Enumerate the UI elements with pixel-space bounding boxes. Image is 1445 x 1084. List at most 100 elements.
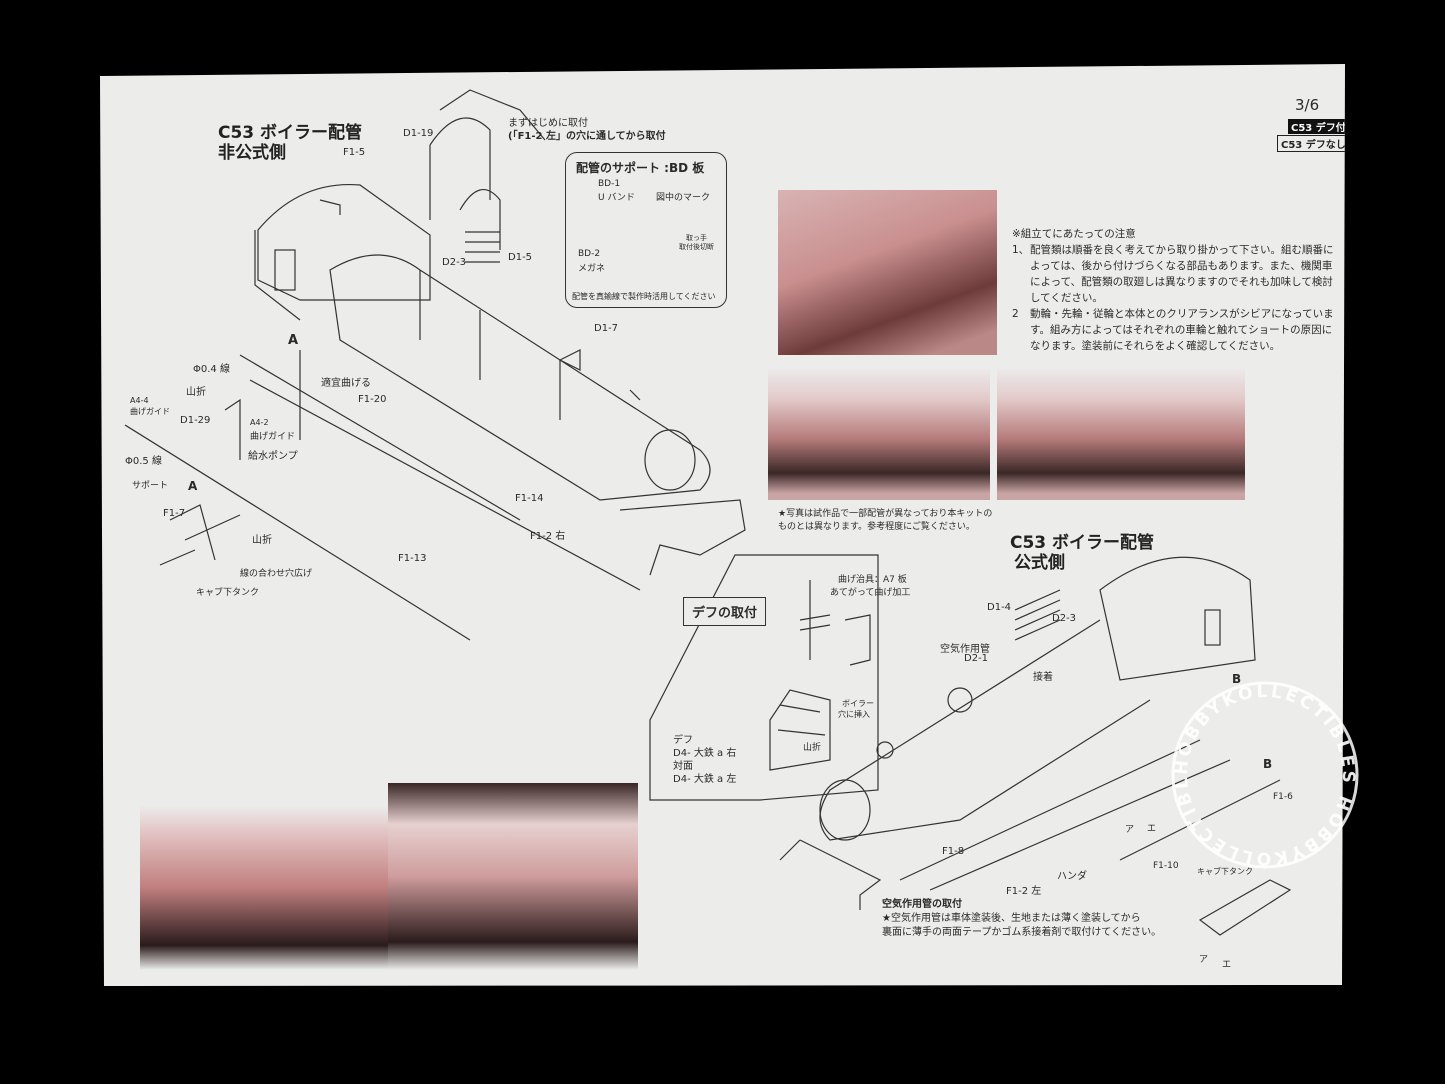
part-label: キャブ下タンク xyxy=(1197,867,1253,876)
deflector-box-outline xyxy=(649,554,879,801)
air-pipe-heading: 空気作用管の取付 xyxy=(882,899,962,910)
part-label: B xyxy=(1263,757,1273,771)
watermark-logo: HOBBYKOLLECTIBLES HOBBYKOLLECTIBLES xyxy=(1165,675,1359,869)
part-label: Φ0.5 線 xyxy=(125,456,162,467)
part-label: 空気作用管 xyxy=(940,644,990,655)
part-label: F1-2 右 xyxy=(530,531,566,542)
mark-label: 図中のマーク xyxy=(656,193,711,203)
part-label: B xyxy=(1232,672,1242,686)
part-label: F1-13 xyxy=(398,553,427,564)
part-label: A xyxy=(288,333,299,348)
part-label: Φ0.4 線 xyxy=(193,364,230,375)
fold-label: 山折 xyxy=(803,743,822,753)
part-label: 接着 xyxy=(1033,672,1053,683)
deflector-box-title: デフの取付 xyxy=(683,597,767,626)
bd1-label: BD-1 xyxy=(598,179,621,189)
part-label: 線の合わせ穴広げ xyxy=(240,569,313,579)
assembly-notes-heading: ※組立てにあたっての注意 xyxy=(1012,228,1136,240)
part-label: D2-1 xyxy=(964,653,989,664)
first-note: まずはじめに取付 xyxy=(508,118,588,129)
part-label: D1-29 xyxy=(180,415,211,426)
deflector-opposite-label: 対面 xyxy=(673,761,693,772)
part-label: D2-3 xyxy=(442,257,467,268)
note-line: 配管類は順番を良く考えてから取り掛かって下さい。組む順番に xyxy=(1030,244,1334,256)
part-label: 曲げガイド xyxy=(250,432,296,442)
photo-front-left xyxy=(140,805,388,970)
page-number: 3/6 xyxy=(1295,96,1320,114)
part-label: D1-4 xyxy=(987,602,1012,613)
right-diagram-subtitle: 公式側 xyxy=(1014,553,1065,573)
part-label: F1-6 xyxy=(1273,792,1293,802)
photo-cab-closeup xyxy=(778,190,997,355)
photo-caption-line2: ものとは異なります。参考程度にご覧ください。 xyxy=(778,522,975,532)
tag-with-deflector: C53 デフ付 xyxy=(1288,119,1345,134)
bd2-label: BD-2 xyxy=(578,249,601,259)
note-line: 動輪・先輪・従輪と本体とのクリアランスがシビアになっていま xyxy=(1030,308,1334,320)
assembly-notes: ※組立てにあたっての注意 1、 配管類は順番を良く考えてから取り掛かって下さい。… xyxy=(1012,226,1334,354)
note-line: よっては、後から付けづらくなる部品もあります。また、機関車 xyxy=(1030,260,1333,272)
part-label: F1-14 xyxy=(515,493,544,504)
deflector-label: デフ xyxy=(673,735,693,746)
part-label: エ xyxy=(1222,960,1232,970)
part-label: D1-19 xyxy=(403,128,434,139)
first-note-line2: (「F1-2 左」の穴に通してから取付 xyxy=(508,131,666,142)
air-pipe-note: ★空気作用管は車体塗装後、生地または薄く塗装してから xyxy=(882,913,1141,924)
photo-side-left xyxy=(768,365,990,500)
part-label: F1-7 xyxy=(163,508,186,519)
megane-label: メガネ xyxy=(578,264,606,274)
photo-front-right xyxy=(388,783,638,970)
part-label: 山折 xyxy=(186,387,206,398)
part-label: サポート xyxy=(132,481,169,491)
photo-caption: ★写真は試作品で一部配管が異なっており本キットの xyxy=(778,509,993,519)
part-label: キャブ下タンク xyxy=(196,588,260,598)
part-label: F1-10 xyxy=(1153,861,1179,871)
part-label: 給水ポンプ xyxy=(248,451,298,462)
support-box-title: 配管のサポート :BD 板 xyxy=(576,161,705,175)
jig-label-line2: あてがって曲げ加工 xyxy=(830,588,911,598)
part-label: ア xyxy=(1199,955,1209,965)
pipe-support-box: 配管のサポート :BD 板 BD-1 U バンド 図中のマーク 取っ手 取付後切… xyxy=(565,152,727,308)
left-diagram-subtitle: 非公式側 xyxy=(218,143,286,163)
part-label: D1-7 xyxy=(594,323,619,334)
part-label: F1-8 xyxy=(942,846,965,857)
part-label: ハンダ xyxy=(1057,871,1087,882)
left-diagram-title: C53 ボイラー配管 xyxy=(218,123,363,143)
part-label: A4-4 xyxy=(130,396,149,405)
part-label: ア xyxy=(1125,825,1135,835)
left-locomotive-drawing xyxy=(124,89,746,641)
part-label: F1-20 xyxy=(358,394,387,405)
part-label: 山折 xyxy=(252,535,272,546)
right-diagram-title: C53 ボイラー配管 xyxy=(1010,533,1155,553)
right-locomotive-drawing xyxy=(779,556,1292,936)
part-label: F1-5 xyxy=(343,147,366,158)
handle-cut-label: 取付後切断 xyxy=(679,243,714,251)
part-label: エ xyxy=(1147,824,1157,834)
watermark-text: HOBBYKOLLECTIBLES HOBBYKOLLECTIBLES xyxy=(1165,675,1355,868)
u-band-label: U バンド xyxy=(598,193,635,203)
part-label: A4-2 xyxy=(250,418,269,427)
photo-side-right xyxy=(997,365,1245,500)
support-box-footer: 配管を真鍮線で製作時活用してください xyxy=(572,292,716,301)
part-label: 曲げガイド xyxy=(130,407,170,416)
svg-text:HOBBYKOLLECTIBLES HOBBYKOLLECT: HOBBYKOLLECTIBLES HOBBYKOLLECTIBLES xyxy=(1165,675,1358,868)
note-number: 1、 xyxy=(1012,244,1030,256)
part-label: A xyxy=(188,479,198,493)
deflector-right-label: D4- 大鉄 a 右 xyxy=(673,748,737,759)
note-number: 2 xyxy=(1012,308,1019,320)
part-label: D2-3 xyxy=(1052,613,1077,624)
note-line: してください。 xyxy=(1030,292,1103,304)
jig-label: 曲げ治具：A7 板 xyxy=(838,575,907,585)
note-line: す。組み方によってはそれぞれの車輪と触れてショートの原因に xyxy=(1030,324,1333,336)
note-line: によって、配管類の取廻しは異なりますのでそれも加味して検討 xyxy=(1030,276,1333,288)
deflector-left-label: D4- 大鉄 a 左 xyxy=(673,774,737,785)
insert-label: ボイラー xyxy=(842,699,874,708)
part-label: D1-5 xyxy=(508,252,533,263)
part-label: F1-2 左 xyxy=(1006,886,1042,897)
part-label: 適宜曲げる xyxy=(321,378,371,389)
note-line: なります。塗装前にそれらをよく確認してください。 xyxy=(1030,340,1281,352)
handle-label: 取っ手 xyxy=(686,234,707,242)
insert-label-line2: 穴に挿入 xyxy=(838,710,870,719)
tag-without-deflector: C53 デフなし xyxy=(1277,135,1345,152)
